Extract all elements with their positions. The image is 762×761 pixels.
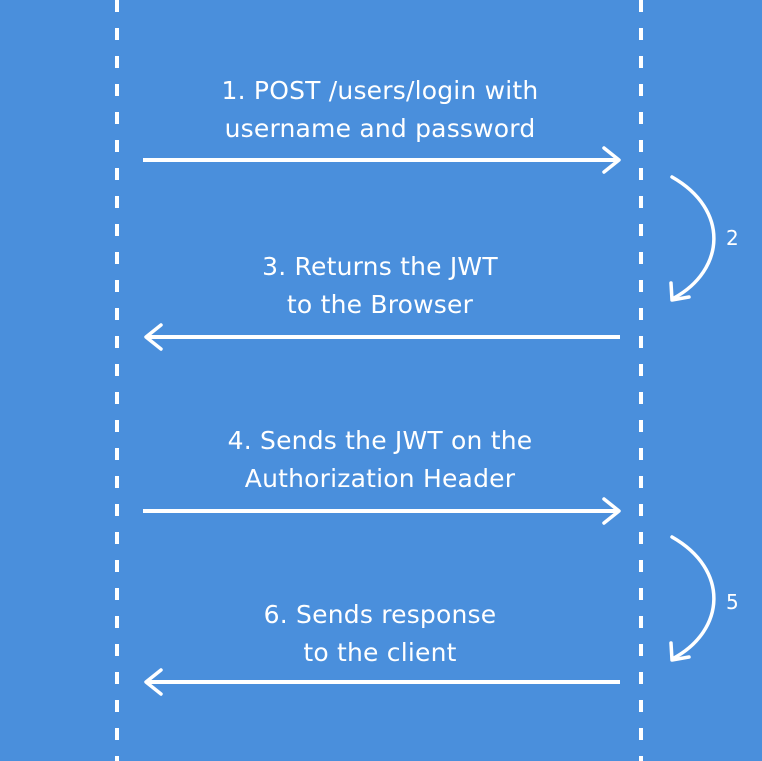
message-arrow-1	[143, 146, 621, 174]
self-step-arrow-2	[669, 175, 716, 302]
message-arrow-3	[144, 323, 620, 351]
message-label-4: 4. Sends the JWT on the Authorization He…	[150, 422, 610, 498]
self-step-label-5: 5	[726, 590, 739, 614]
message-label-4-line-1: 4. Sends the JWT on the	[227, 426, 533, 455]
message-label-6-line-1: 6. Sends response	[263, 600, 497, 629]
message-label-4-line-2: Authorization Header	[244, 464, 516, 493]
message-label-1-line-1: 1. POST /users/login with	[221, 76, 539, 105]
message-arrow-4	[143, 497, 621, 525]
message-label-3-line-2: to the Browser	[286, 290, 474, 319]
message-label-3: 3. Returns the JWT to the Browser	[150, 248, 610, 324]
message-label-1: 1. POST /users/login with username and p…	[150, 72, 610, 148]
message-arrow-6	[144, 668, 620, 696]
self-step-label-2: 2	[726, 226, 739, 250]
message-label-1-line-2: username and password	[224, 114, 536, 143]
self-step-arrow-5	[669, 535, 716, 662]
message-label-3-line-1: 3. Returns the JWT	[262, 252, 498, 281]
message-label-6-line-2: to the client	[303, 638, 457, 667]
message-label-6: 6. Sends response to the client	[150, 596, 610, 672]
